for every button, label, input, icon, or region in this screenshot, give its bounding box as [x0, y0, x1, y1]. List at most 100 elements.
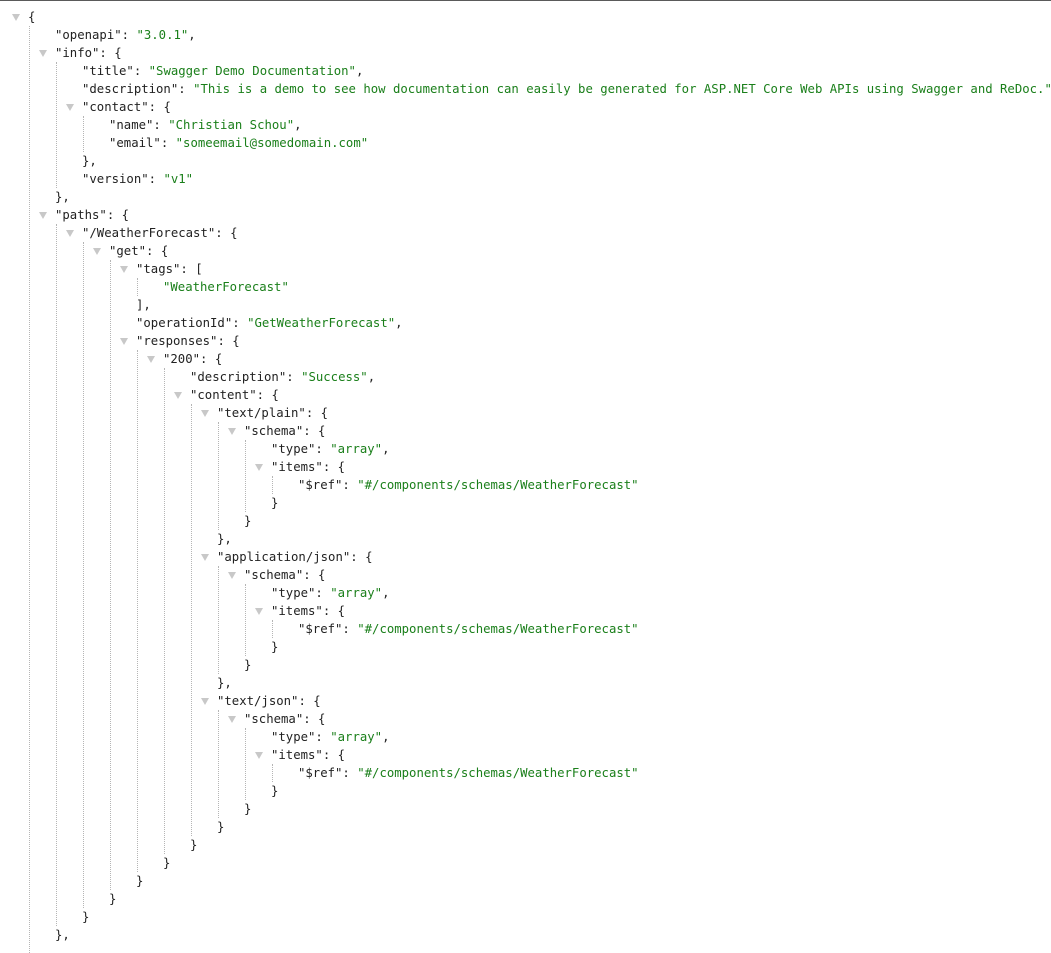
json-key: "description" — [190, 370, 287, 384]
json-punctuation: : { — [200, 352, 223, 366]
json-node-line: "items": { — [271, 746, 345, 764]
json-punctuation: : { — [146, 244, 169, 258]
indent-guide — [83, 242, 84, 908]
json-key: "title" — [82, 64, 134, 78]
json-punctuation: , — [382, 442, 390, 456]
collapse-triangle-icon[interactable] — [147, 356, 155, 363]
json-punctuation: : { — [322, 460, 346, 474]
indent-guide — [83, 116, 84, 152]
json-key: "paths" — [55, 208, 107, 222]
collapse-triangle-icon[interactable] — [120, 266, 128, 273]
indent-guide — [137, 278, 138, 296]
json-key: "contact" — [82, 100, 149, 114]
json-punctuation: : — [342, 622, 358, 636]
collapse-triangle-icon[interactable] — [201, 410, 209, 417]
json-value-line: "openapi": "3.0.1", — [55, 26, 196, 44]
json-punctuation: } — [271, 640, 279, 654]
collapse-triangle-icon[interactable] — [201, 554, 209, 561]
collapse-triangle-icon[interactable] — [93, 248, 101, 255]
json-value-line: }, — [217, 530, 232, 548]
json-node-line: { — [28, 8, 35, 26]
json-string-value: "This is a demo to see how documentation… — [193, 82, 1051, 96]
json-key: "email" — [109, 136, 161, 150]
json-value-line: } — [271, 638, 278, 656]
collapse-triangle-icon[interactable] — [39, 50, 47, 57]
json-node-line: "items": { — [271, 458, 345, 476]
json-punctuation: }, — [55, 190, 70, 204]
json-punctuation: } — [82, 910, 90, 924]
json-node-line: "/WeatherForecast": { — [82, 224, 237, 242]
collapse-triangle-icon[interactable] — [228, 716, 236, 723]
json-key: "200" — [163, 352, 201, 366]
json-punctuation: : — [315, 730, 331, 744]
json-value-line: "version": "v1" — [82, 170, 193, 188]
json-punctuation: }, — [217, 676, 232, 690]
collapse-triangle-icon[interactable] — [201, 698, 209, 705]
json-key: "text/json" — [217, 694, 299, 708]
json-string-value: "Swagger Demo Documentation" — [148, 64, 356, 78]
json-punctuation: , — [382, 730, 390, 744]
collapse-triangle-icon[interactable] — [120, 338, 128, 345]
json-node-line: "responses": { — [136, 332, 240, 350]
json-key: "version" — [82, 172, 149, 186]
json-punctuation: : — [148, 172, 164, 186]
json-key: "type" — [271, 442, 316, 456]
json-punctuation: : { — [305, 406, 329, 420]
indent-guide — [272, 476, 273, 494]
collapse-triangle-icon[interactable] — [39, 212, 47, 219]
collapse-triangle-icon[interactable] — [66, 104, 74, 111]
json-punctuation: : — [232, 316, 248, 330]
json-key: "schema" — [244, 712, 304, 726]
indent-guide — [137, 350, 138, 872]
json-node-line: "items": { — [271, 602, 345, 620]
collapse-triangle-icon[interactable] — [255, 752, 263, 759]
json-string-value: "v1" — [163, 172, 194, 186]
json-punctuation: : { — [99, 46, 122, 60]
collapse-triangle-icon[interactable] — [174, 392, 182, 399]
json-punctuation: : { — [217, 334, 240, 348]
json-punctuation: }, — [217, 532, 232, 546]
json-key: "$ref" — [298, 478, 343, 492]
indent-guide — [56, 224, 57, 926]
json-string-value: "array" — [330, 586, 383, 600]
json-punctuation: }, — [55, 928, 70, 942]
json-value-line: "description": "Success", — [190, 368, 375, 386]
collapse-triangle-icon[interactable] — [228, 428, 236, 435]
json-string-value: "#/components/schemas/WeatherForecast" — [357, 478, 639, 492]
indent-guide — [218, 422, 219, 530]
json-punctuation: : — [160, 136, 176, 150]
json-value-line: }, — [217, 674, 232, 692]
indent-guide — [245, 728, 246, 800]
indent-guide — [110, 260, 111, 890]
json-punctuation: }, — [82, 154, 97, 168]
json-punctuation: : { — [106, 208, 130, 222]
json-string-value: "Christian Schou" — [168, 118, 295, 132]
collapse-triangle-icon[interactable] — [12, 14, 20, 21]
json-value-line: "$ref": "#/components/schemas/WeatherFor… — [298, 764, 639, 782]
json-value-line: "type": "array", — [271, 728, 389, 746]
json-punctuation: , — [294, 118, 302, 132]
json-key: "tags" — [136, 262, 181, 276]
json-key: "content" — [190, 388, 257, 402]
collapse-triangle-icon[interactable] — [66, 230, 74, 237]
json-node-line: "schema": { — [244, 710, 325, 728]
json-value-line: } — [244, 512, 251, 530]
json-value-line: "email": "someemail@somedomain.com" — [109, 134, 368, 152]
json-string-value: "#/components/schemas/WeatherForecast" — [357, 766, 639, 780]
json-punctuation: : { — [148, 100, 171, 114]
indent-guide — [218, 566, 219, 674]
collapse-triangle-icon[interactable] — [255, 464, 263, 471]
json-value-line: "$ref": "#/components/schemas/WeatherFor… — [298, 620, 639, 638]
json-punctuation: : { — [303, 424, 326, 438]
collapse-triangle-icon[interactable] — [255, 608, 263, 615]
json-punctuation: } — [244, 514, 252, 528]
json-value-line: } — [244, 800, 251, 818]
json-punctuation: ], — [136, 298, 151, 312]
json-key: "application/json" — [217, 550, 351, 564]
json-value-line: "title": "Swagger Demo Documentation", — [82, 62, 363, 80]
json-node-line: "get": { — [109, 242, 168, 260]
collapse-triangle-icon[interactable] — [228, 572, 236, 579]
indent-guide — [245, 584, 246, 656]
json-punctuation: } — [244, 802, 252, 816]
json-key: "description" — [82, 82, 179, 96]
